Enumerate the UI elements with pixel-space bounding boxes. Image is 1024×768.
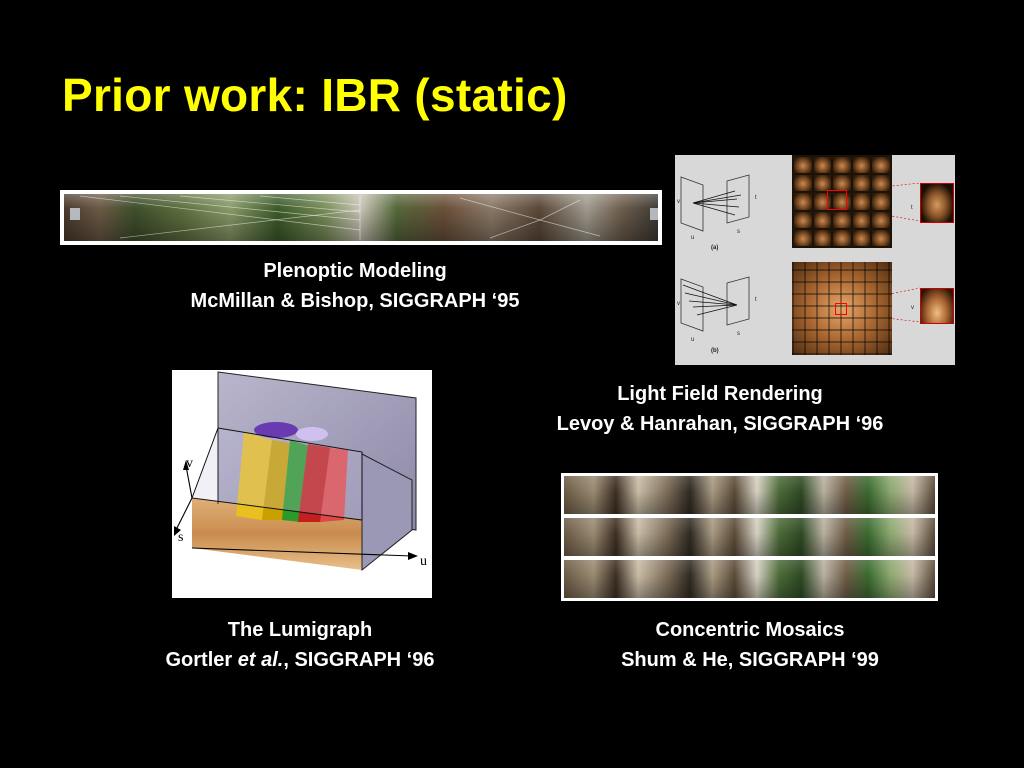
lumigraph-authors-suffix: , SIGGRAPH ‘96: [283, 649, 435, 671]
lumigraph-title: The Lumigraph: [227, 619, 373, 641]
plenoptic-caption: Plenoptic Modeling McMillan & Bishop, SI…: [130, 256, 580, 316]
lf-label-v1: v: [677, 199, 680, 205]
lf-label-t2: t: [755, 297, 757, 303]
concentric-mosaics-image: [561, 473, 938, 601]
lf-label-t1: t: [755, 195, 757, 201]
lf-label-s1: s: [737, 229, 740, 235]
light-field-authors: Levoy & Hanrahan, SIGGRAPH ‘96: [556, 413, 884, 435]
concentric-mosaics-title: Concentric Mosaics: [655, 619, 845, 641]
concentric-mosaics-authors: Shum & He, SIGGRAPH ‘99: [621, 649, 879, 671]
mosaic-strip: [564, 476, 935, 514]
mosaic-strip: [564, 560, 935, 598]
plenoptic-title: Plenoptic Modeling: [263, 260, 447, 282]
lf-label-b: (b): [711, 348, 719, 354]
lumigraph-figure: v s u: [172, 370, 432, 598]
lumigraph-authors-italic: et al.: [237, 649, 284, 671]
plenoptic-authors: McMillan & Bishop, SIGGRAPH ‘95: [190, 290, 520, 312]
mosaic-strip: [564, 518, 935, 556]
lf-label-u2: u: [691, 337, 695, 343]
lf-label-v2: v: [677, 301, 680, 307]
lumigraph-caption: The Lumigraph Gortler et al., SIGGRAPH ‘…: [100, 615, 500, 675]
lf-label-s2: s: [737, 331, 740, 337]
plenoptic-panorama-image: [60, 190, 662, 245]
lumigraph-axis-s: s: [178, 530, 184, 545]
light-field-caption: Light Field Rendering Levoy & Hanrahan, …: [500, 379, 940, 439]
lumigraph-axis-u: u: [420, 554, 427, 569]
lumigraph-axis-v: v: [186, 456, 193, 471]
lf-label-u1: u: [691, 235, 695, 241]
slide-title: Prior work: IBR (static): [62, 69, 568, 121]
lumigraph-authors-prefix: Gortler: [165, 649, 238, 671]
lf-label-a: (a): [711, 245, 719, 251]
lumigraph-authors: Gortler et al., SIGGRAPH ‘96: [100, 645, 500, 675]
light-field-title: Light Field Rendering: [617, 383, 823, 405]
lf-label-t3: t: [911, 205, 913, 211]
lf-label-v3: v: [911, 305, 914, 311]
concentric-mosaics-caption: Concentric Mosaics Shum & He, SIGGRAPH ‘…: [550, 615, 950, 675]
light-field-figure: (a) (b) v t v t u s u s t v: [675, 155, 955, 365]
